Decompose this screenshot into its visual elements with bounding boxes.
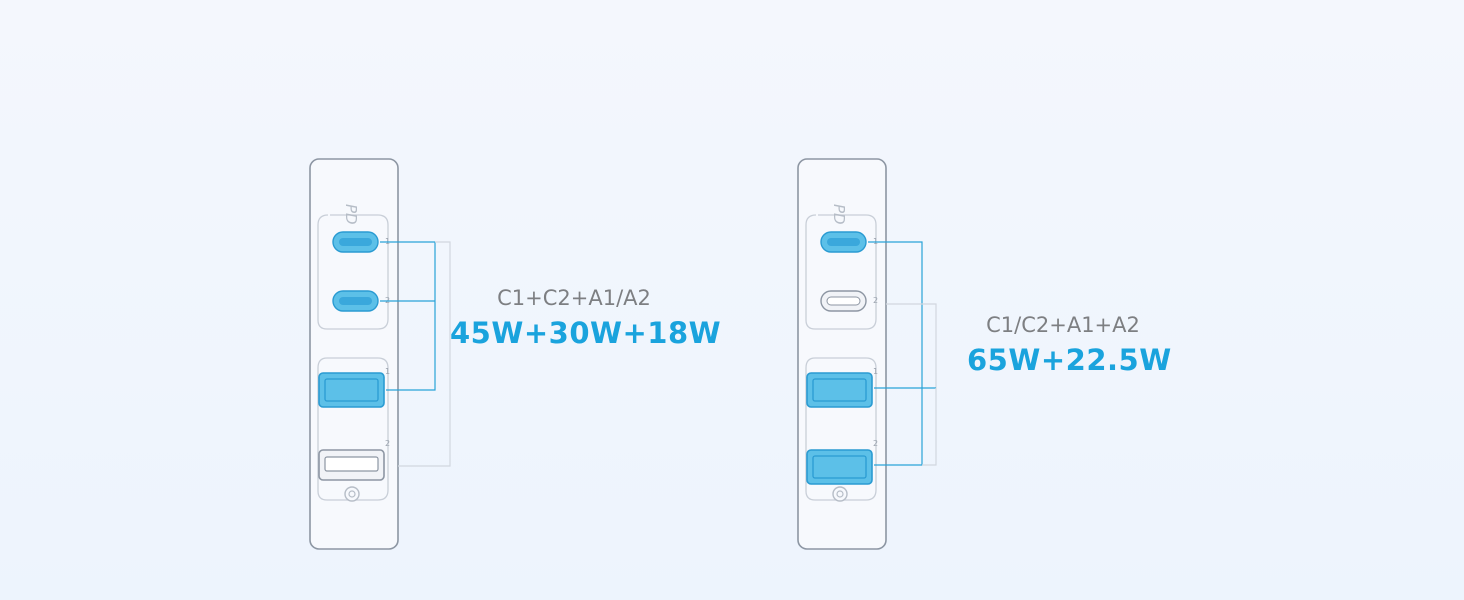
connector-line-a1	[386, 242, 436, 391]
usb-a-group-frame	[805, 357, 877, 501]
charger-panel-left: PD 1 2 1 2 C1+C2+A1/A2 45W+30W+18W	[309, 158, 722, 550]
usb-a1-port-inner	[324, 378, 379, 402]
port-number-c2: 2	[873, 296, 878, 305]
quick-charge-icon	[832, 486, 848, 502]
combo-ports-text: C1+C2+A1/A2	[497, 286, 651, 310]
usb-c2-port-inner	[826, 296, 861, 306]
combo-watts-text: 65W+22.5W	[967, 343, 1172, 377]
usb-a-group-frame	[317, 357, 389, 501]
quick-charge-icon-inner	[836, 490, 844, 498]
port-number-a2: 2	[873, 439, 878, 448]
port-number-a1: 1	[385, 367, 390, 376]
charger-illustration-left: PD 1 2 1 2	[309, 158, 451, 550]
connector-line-c1	[868, 241, 923, 388]
usb-a2-port	[806, 449, 873, 485]
combo-ports-text: C1/C2+A1+A2	[986, 313, 1140, 337]
combo-label-left: C1+C2+A1/A2 45W+30W+18W	[450, 286, 722, 350]
pd-logo-icon: PD	[342, 204, 360, 225]
port-number-a1: 1	[873, 367, 878, 376]
pd-logo-icon: PD	[830, 204, 848, 225]
quick-charge-icon-inner	[348, 490, 356, 498]
connector-line-a2	[398, 241, 451, 467]
connector-line-bracket	[922, 388, 937, 466]
port-number-a2: 2	[385, 439, 390, 448]
combo-label-right: C1/C2+A1+A2 65W+22.5W	[967, 313, 1172, 377]
combo-watts-text: 45W+30W+18W	[450, 316, 722, 350]
usb-c1-port-inner	[339, 238, 372, 246]
usb-c2-port-inner	[339, 297, 372, 305]
charger-panel-right: PD 1 2 1 2 C1/C2+A1+A2 65W+22.5W	[732, 0, 1464, 600]
usb-a1-port	[318, 372, 385, 408]
quick-charge-icon	[344, 486, 360, 502]
usb-a2-port-inner	[324, 456, 379, 472]
usb-a1-port-inner	[812, 378, 867, 402]
usb-a1-port	[806, 372, 873, 408]
usb-c-group-frame	[317, 214, 389, 330]
usb-a2-port-inner	[812, 455, 867, 479]
charger-illustration-right: PD 1 2 1 2	[797, 158, 937, 550]
usb-c-group-frame	[805, 214, 877, 330]
usb-c1-port-inner	[827, 238, 860, 246]
connector-line-c2	[886, 303, 937, 388]
